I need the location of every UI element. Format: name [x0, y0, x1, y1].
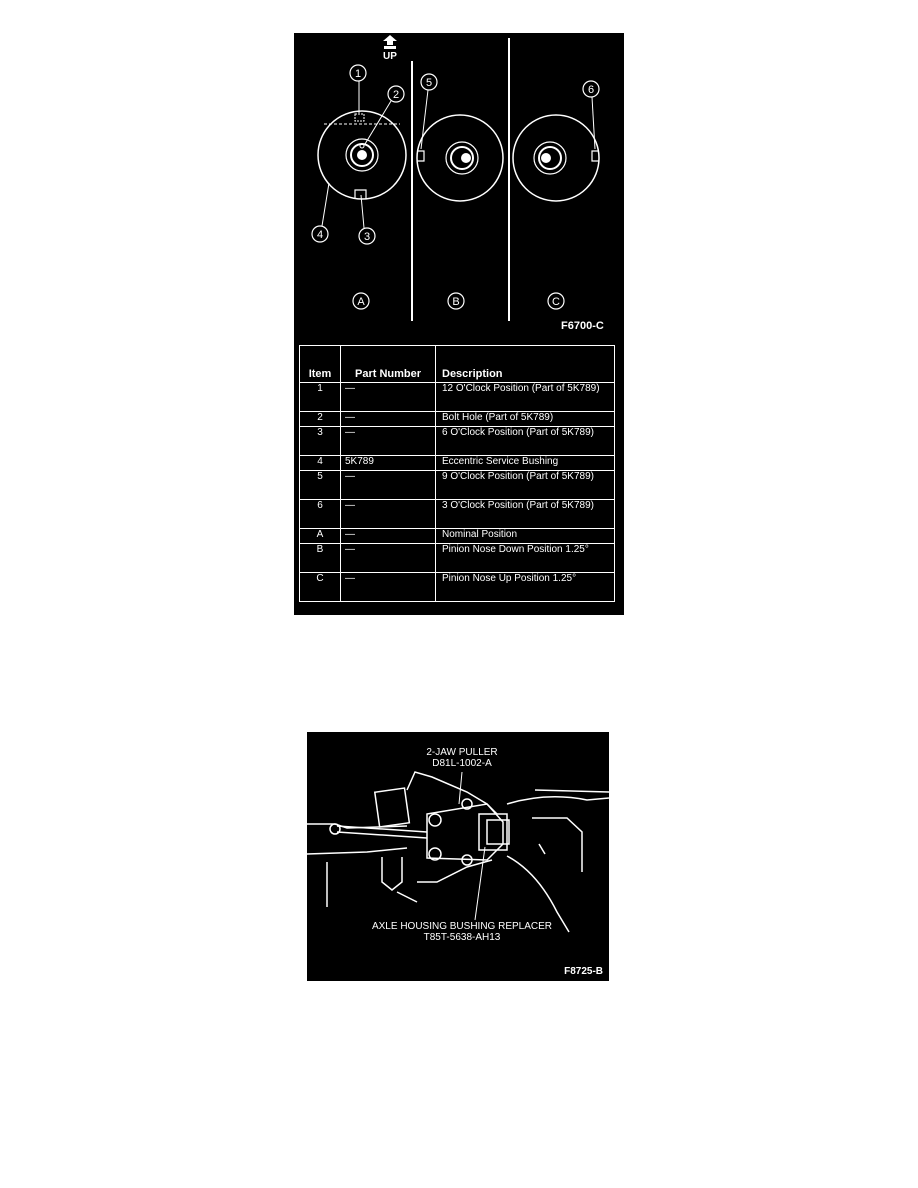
cell-item: 2: [299, 411, 341, 427]
cell-item: 3: [299, 426, 341, 456]
bushing-removal-figure: 2-JAW PULLER D81L-1002-A AXLE HOUSING BU…: [307, 732, 609, 981]
puller-name: 2-JAW PULLER: [426, 747, 498, 758]
table-row: A — Nominal Position: [299, 528, 615, 544]
svg-text:C: C: [552, 296, 560, 308]
table-row: 1 — 12 O'Clock Position (Part of 5K789): [299, 382, 615, 412]
bushing-view-c: [512, 114, 600, 202]
svg-text:2: 2: [393, 89, 399, 101]
bushing-position-figure: UP: [294, 33, 624, 615]
cell-description: Pinion Nose Down Position 1.25°: [435, 543, 615, 573]
cell-part-number: —: [340, 426, 436, 456]
table-row: C — Pinion Nose Up Position 1.25°: [299, 572, 615, 602]
puller-illustration: [307, 771, 609, 933]
figure-code: F8725-B: [564, 966, 603, 977]
cell-part-number: —: [340, 411, 436, 427]
callout-5: 5: [420, 73, 438, 150]
parts-legend-table: Item Part Number Description 1 — 12 O'Cl…: [299, 345, 615, 602]
cell-description: Bolt Hole (Part of 5K789): [435, 411, 615, 427]
bushing-diagram: UP: [311, 35, 600, 321]
cell-part-number: —: [340, 470, 436, 500]
header-part-number: Part Number: [340, 345, 436, 383]
callout-2: 2: [364, 85, 405, 145]
cell-part-number: —: [340, 499, 436, 529]
table-row: 3 — 6 O'Clock Position (Part of 5K789): [299, 426, 615, 456]
cell-part-number: —: [340, 528, 436, 544]
cell-item: B: [299, 543, 341, 573]
table-row: 6 — 3 O'Clock Position (Part of 5K789): [299, 499, 615, 529]
callout-6: 6: [582, 80, 600, 150]
figure-code: F6700-C: [561, 320, 604, 332]
cell-description: Eccentric Service Bushing: [435, 455, 615, 471]
table-header-row: Item Part Number Description: [299, 345, 615, 383]
callout-4: 4: [311, 182, 330, 243]
svg-text:3: 3: [364, 231, 370, 243]
cell-part-number: —: [340, 543, 436, 573]
view-label-a: A: [352, 292, 370, 310]
callout-3: 3: [358, 194, 376, 245]
svg-text:B: B: [452, 296, 459, 308]
cell-item: 5: [299, 470, 341, 500]
table-row: 4 5K789 Eccentric Service Bushing: [299, 455, 615, 471]
svg-text:5: 5: [426, 77, 432, 89]
cell-description: 9 O'Clock Position (Part of 5K789): [435, 470, 615, 500]
cell-part-number: 5K789: [340, 455, 436, 471]
bushing-view-b: [416, 114, 504, 202]
header-description: Description: [435, 345, 615, 383]
view-label-c: C: [547, 292, 565, 310]
svg-text:1: 1: [355, 68, 361, 80]
cell-item: 1: [299, 382, 341, 412]
svg-text:A: A: [357, 296, 365, 308]
table-row: 5 — 9 O'Clock Position (Part of 5K789): [299, 470, 615, 500]
table-row: B — Pinion Nose Down Position 1.25°: [299, 543, 615, 573]
header-item: Item: [299, 345, 341, 383]
replacer-callout: AXLE HOUSING BUSHING REPLACER T85T-5638-…: [347, 921, 577, 943]
svg-text:6: 6: [588, 84, 594, 96]
cell-item: 4: [299, 455, 341, 471]
cell-item: C: [299, 572, 341, 602]
cell-part-number: —: [340, 572, 436, 602]
cell-description: Pinion Nose Up Position 1.25°: [435, 572, 615, 602]
replacer-tool-number: T85T-5638-AH13: [423, 932, 501, 943]
cell-description: 6 O'Clock Position (Part of 5K789): [435, 426, 615, 456]
puller-callout: 2-JAW PULLER D81L-1002-A: [407, 747, 517, 769]
svg-text:4: 4: [317, 229, 323, 241]
callout-1: 1: [349, 64, 367, 113]
replacer-name: AXLE HOUSING BUSHING REPLACER: [371, 921, 553, 932]
cell-item: A: [299, 528, 341, 544]
cell-part-number: —: [340, 382, 436, 412]
cell-description: 12 O'Clock Position (Part of 5K789): [435, 382, 615, 412]
puller-tool-number: D81L-1002-A: [432, 758, 492, 769]
up-label: UP: [383, 51, 397, 62]
cell-description: Nominal Position: [435, 528, 615, 544]
cell-description: 3 O'Clock Position (Part of 5K789): [435, 499, 615, 529]
bushing-view-a: [317, 110, 407, 200]
up-arrow-icon: [383, 35, 397, 49]
table-row: 2 — Bolt Hole (Part of 5K789): [299, 411, 615, 427]
view-label-b: B: [447, 292, 465, 310]
cell-item: 6: [299, 499, 341, 529]
